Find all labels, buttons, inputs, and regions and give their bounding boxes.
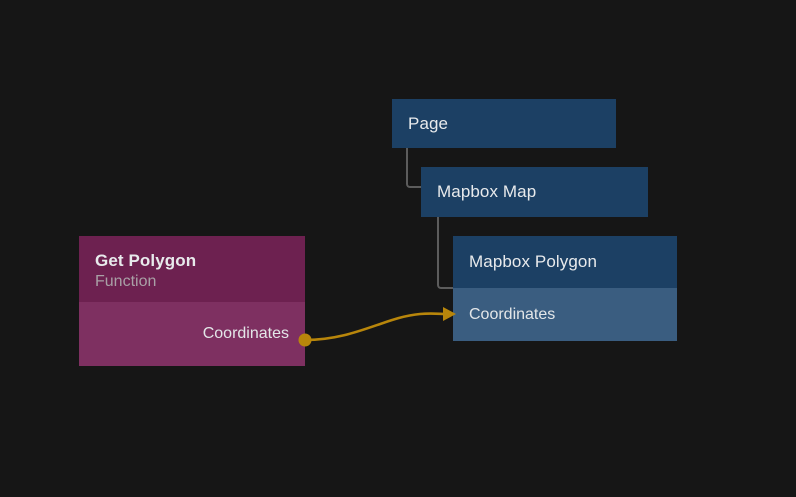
node-page-header[interactable]: Page (392, 99, 616, 148)
node-get-polygon-output-port-label: Coordinates (202, 325, 289, 342)
node-mapbox-polygon-title: Mapbox Polygon (469, 252, 598, 271)
node-mapbox-polygon-input-port-label: Coordinates (469, 305, 556, 323)
node-mapbox-polygon-header[interactable]: Mapbox Polygon (453, 236, 677, 288)
node-get-polygon-header[interactable]: Get Polygon Function (79, 236, 305, 302)
node-mapbox-map-header[interactable]: Mapbox Map (421, 167, 648, 217)
node-page[interactable]: Page (392, 99, 616, 148)
tree-connector-mapbox-map-to-mapbox-polygon (437, 217, 456, 289)
node-mapbox-polygon-input-port-coordinates[interactable]: Coordinates (453, 288, 677, 341)
node-get-polygon-subtitle: Function (95, 273, 157, 290)
node-get-polygon[interactable]: Get Polygon Function Coordinates (79, 236, 305, 366)
node-get-polygon-title: Get Polygon (95, 251, 197, 270)
node-mapbox-map[interactable]: Mapbox Map (421, 167, 648, 217)
node-page-title: Page (408, 113, 449, 133)
node-mapbox-map-title: Mapbox Map (437, 182, 537, 201)
node-mapbox-polygon[interactable]: Mapbox Polygon Coordinates (453, 236, 677, 341)
connection-wire-get-polygon-to-mapbox-polygon[interactable] (303, 312, 448, 342)
tree-connector-page-to-mapbox-map (406, 148, 424, 188)
node-get-polygon-output-port-coordinates[interactable]: Coordinates (79, 302, 305, 366)
